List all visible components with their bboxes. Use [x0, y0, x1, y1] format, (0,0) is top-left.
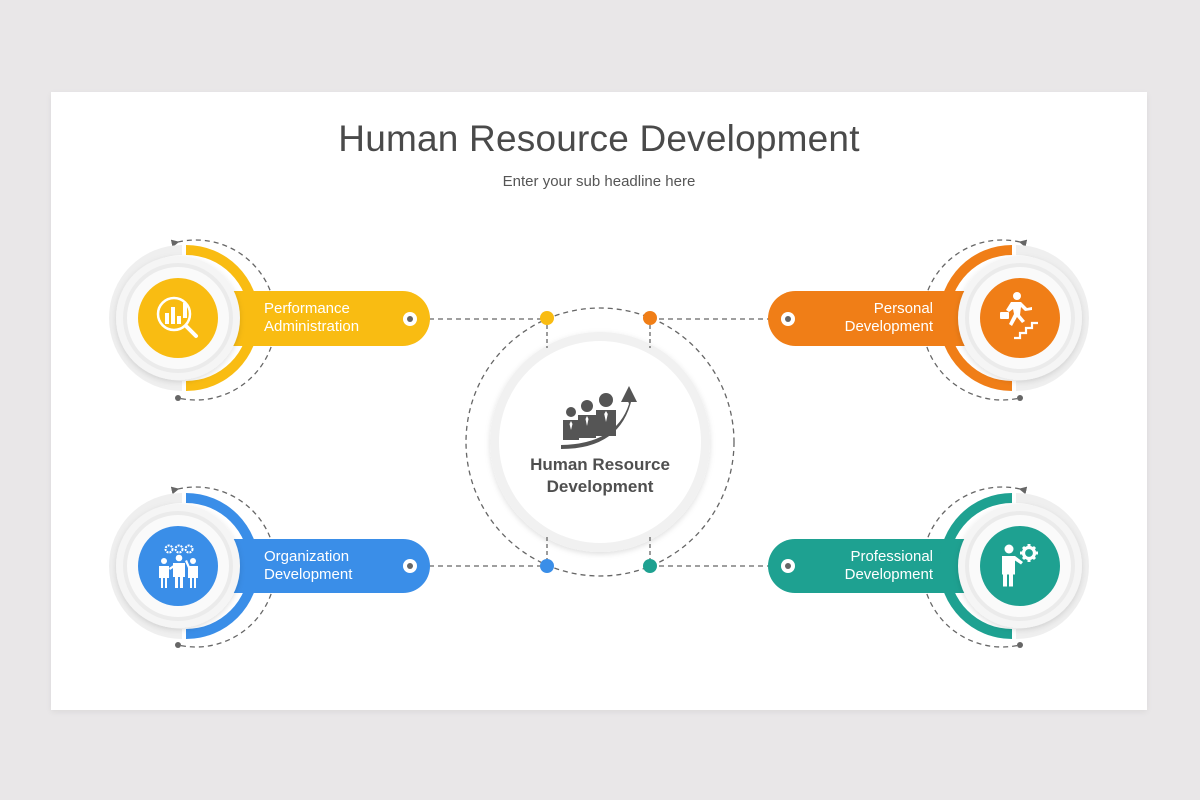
- magnifier-chart-icon: [156, 296, 198, 338]
- module-organization-development[interactable]: [109, 486, 430, 648]
- label-line2: Development: [844, 566, 933, 583]
- module-professional-development[interactable]: [768, 486, 1089, 648]
- slide: Human Resource Development Enter your su…: [51, 92, 1147, 710]
- center-hub: [411, 307, 787, 577]
- label-organization-development: Organization Development: [264, 548, 352, 584]
- label-line1: Performance: [264, 300, 350, 317]
- icon-circle-teal: [980, 526, 1060, 606]
- module-personal-development[interactable]: [768, 239, 1089, 401]
- label-line1: Professional: [850, 548, 933, 565]
- pill-blue: [185, 539, 430, 593]
- businessman-climbing-stairs-icon: [1000, 292, 1038, 340]
- label-line1: Organization: [264, 548, 350, 565]
- label-personal-development: Personal Development: [793, 300, 933, 336]
- team-gears-icon: [159, 544, 198, 588]
- pill-yellow: [185, 291, 430, 346]
- pill-teal: [768, 539, 1013, 593]
- person-gear-icon: [1002, 544, 1038, 587]
- module-performance-administration[interactable]: [109, 239, 430, 401]
- center-dashed-ring: [465, 307, 735, 577]
- junction-dot-teal: [643, 559, 657, 573]
- label-line2: Development: [264, 566, 353, 583]
- center-label-line1: Human Resource: [530, 455, 670, 474]
- label-performance-administration: Performance Administration: [264, 300, 359, 336]
- pill-orange: [768, 291, 1013, 346]
- label-line2: Administration: [264, 318, 360, 335]
- people-growth-arrow-icon: [561, 386, 637, 449]
- center-label-line2: Development: [546, 477, 654, 496]
- slide-title: Human Resource Development: [338, 118, 860, 159]
- hr-diagram: [109, 239, 1089, 648]
- label-professional-development: Professional Development: [793, 548, 933, 584]
- center-circle: [499, 341, 701, 543]
- label-line1: Personal: [873, 300, 933, 317]
- center-label: Human Resource Development: [500, 454, 700, 498]
- label-line2: Development: [844, 318, 933, 335]
- slide-subtitle: Enter your sub headline here: [502, 173, 696, 190]
- junction-dot-blue: [540, 559, 554, 573]
- junction-dot-orange: [643, 311, 657, 325]
- junction-dot-yellow: [540, 311, 554, 325]
